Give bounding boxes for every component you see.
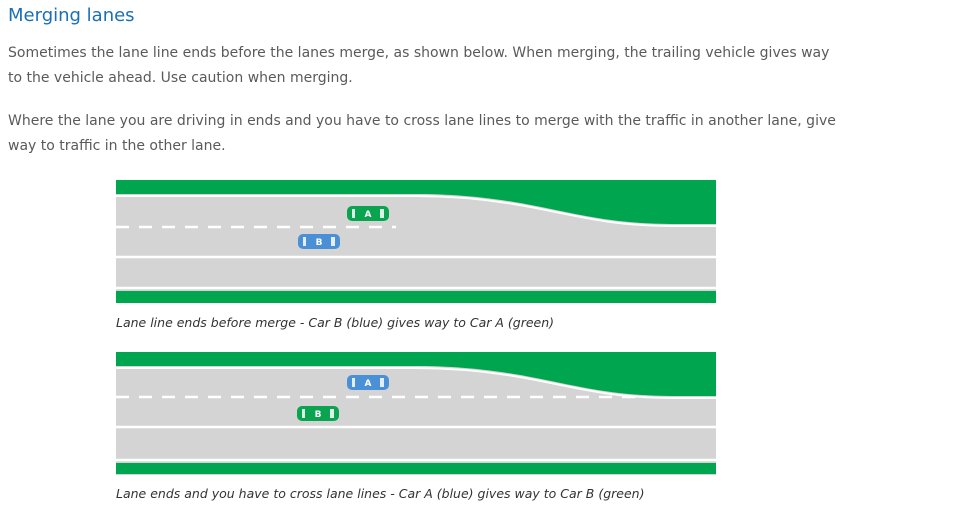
bottom-verge bbox=[116, 291, 716, 303]
top-verge bbox=[116, 180, 716, 224]
diagram-caption-2: Lane ends and you have to cross lane lin… bbox=[116, 486, 645, 501]
car-b: B bbox=[297, 406, 339, 421]
car-b: B bbox=[298, 234, 340, 249]
crossing-paragraph: Where the lane you are driving in ends a… bbox=[8, 113, 836, 154]
car-b-body bbox=[297, 406, 339, 421]
car-b-body bbox=[298, 234, 340, 249]
car-a-body bbox=[347, 375, 389, 390]
merge-diagram-lane-line-ends: A B bbox=[116, 180, 716, 303]
road-edge-line bbox=[116, 195, 716, 227]
top-verge bbox=[116, 352, 716, 396]
car-a: A bbox=[347, 206, 389, 221]
merge-diagram-lane-ends: A B bbox=[116, 352, 716, 475]
diagram-caption-1: Lane line ends before merge - Car B (blu… bbox=[116, 315, 555, 330]
bottom-verge bbox=[116, 463, 716, 474]
road-edge-line bbox=[116, 367, 716, 399]
car-a-label: A bbox=[365, 379, 372, 389]
car-a: A bbox=[347, 375, 389, 390]
car-b-label: B bbox=[315, 410, 322, 420]
car-b-label: B bbox=[316, 238, 323, 248]
car-a-body bbox=[347, 206, 389, 221]
page-heading: Merging lanes bbox=[8, 5, 135, 26]
car-a-label: A bbox=[365, 210, 372, 220]
intro-paragraph: Sometimes the lane line ends before the … bbox=[8, 45, 830, 86]
